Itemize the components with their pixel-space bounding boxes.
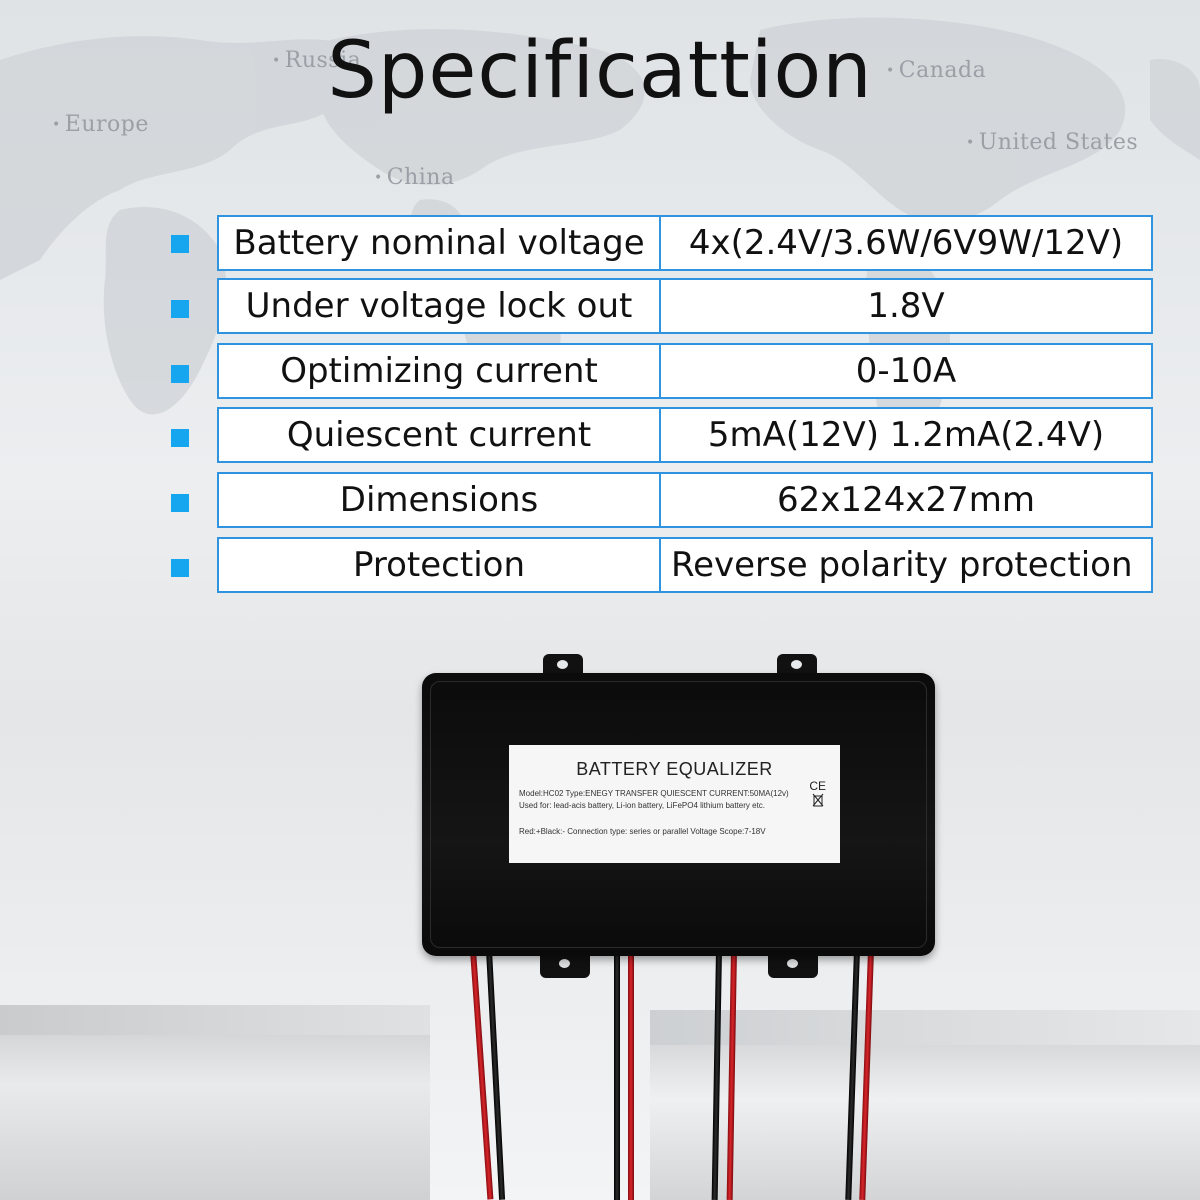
wire-black <box>486 949 506 1200</box>
spec-key: Optimizing current <box>217 343 661 399</box>
case-bevel <box>430 681 927 948</box>
bullet-square-icon <box>171 494 189 512</box>
map-label-canada: Canada <box>886 58 986 83</box>
pedestal-left-top <box>0 1005 430 1037</box>
product-label-title: BATTERY EQUALIZER <box>576 759 773 779</box>
mounting-ear <box>540 950 590 978</box>
map-label-china: China <box>374 165 455 190</box>
ce-mark-text: CE <box>809 779 826 793</box>
weee-bin-icon <box>812 793 824 807</box>
spec-row: Quiescent current 5mA(12V) 1.2mA(2.4V) <box>0 407 1200 463</box>
wire-red <box>470 949 494 1200</box>
mounting-ear <box>768 950 818 978</box>
spec-key: Quiescent current <box>217 407 661 463</box>
bullet-square-icon <box>171 429 189 447</box>
spec-row: Dimensions 62x124x27mm <box>0 472 1200 528</box>
spec-key: Battery nominal voltage <box>217 215 661 271</box>
spec-key: Under voltage lock out <box>217 278 661 334</box>
spec-row: Optimizing current 0-10A <box>0 343 1200 399</box>
battery-equalizer-case <box>422 673 935 956</box>
spec-value: 5mA(12V) 1.2mA(2.4V) <box>659 407 1153 463</box>
spec-value: 0-10A <box>659 343 1153 399</box>
wire-black <box>845 949 860 1200</box>
page-title: Specificattion <box>327 26 873 116</box>
pedestal-right-top <box>650 1010 1200 1046</box>
map-label-russia: Russia <box>272 48 361 73</box>
spec-value: 62x124x27mm <box>659 472 1153 528</box>
map-label-united-states: United States <box>966 130 1138 155</box>
wire-red <box>726 949 737 1200</box>
spec-key: Dimensions <box>217 472 661 528</box>
spec-value: Reverse polarity protection <box>659 537 1153 593</box>
product-label: BATTERY EQUALIZER Model:HC02 Type:ENEGY … <box>509 745 840 863</box>
spec-value: 1.8V <box>659 278 1153 334</box>
spec-value: 4x(2.4V/3.6W/6V9W/12V) <box>659 215 1153 271</box>
product-label-line: Used for: lead-acis battery, Li-ion batt… <box>519 801 766 810</box>
map-label-europe: Europe <box>52 112 149 137</box>
wire-black <box>711 949 722 1200</box>
pedestal-left <box>0 1035 430 1200</box>
bullet-square-icon <box>171 365 189 383</box>
product-label-line: Model:HC02 Type:ENEGY TRANSFER QUIESCENT… <box>519 789 789 798</box>
mounting-ear <box>543 654 583 678</box>
bullet-square-icon <box>171 300 189 318</box>
product-label-line: Red:+Black:- Connection type: series or … <box>519 827 766 836</box>
spec-row: Protection Reverse polarity protection <box>0 537 1200 593</box>
bullet-square-icon <box>171 235 189 253</box>
spec-row: Under voltage lock out 1.8V <box>0 278 1200 334</box>
wire-red <box>859 949 874 1200</box>
pedestal-right <box>650 1045 1200 1200</box>
ce-mark-icon: CE <box>809 779 826 810</box>
wire-black <box>614 950 620 1200</box>
bullet-square-icon <box>171 559 189 577</box>
wire-red <box>628 950 634 1200</box>
mounting-ear <box>777 654 817 678</box>
spec-row: Battery nominal voltage 4x(2.4V/3.6W/6V9… <box>0 215 1200 271</box>
spec-key: Protection <box>217 537 661 593</box>
